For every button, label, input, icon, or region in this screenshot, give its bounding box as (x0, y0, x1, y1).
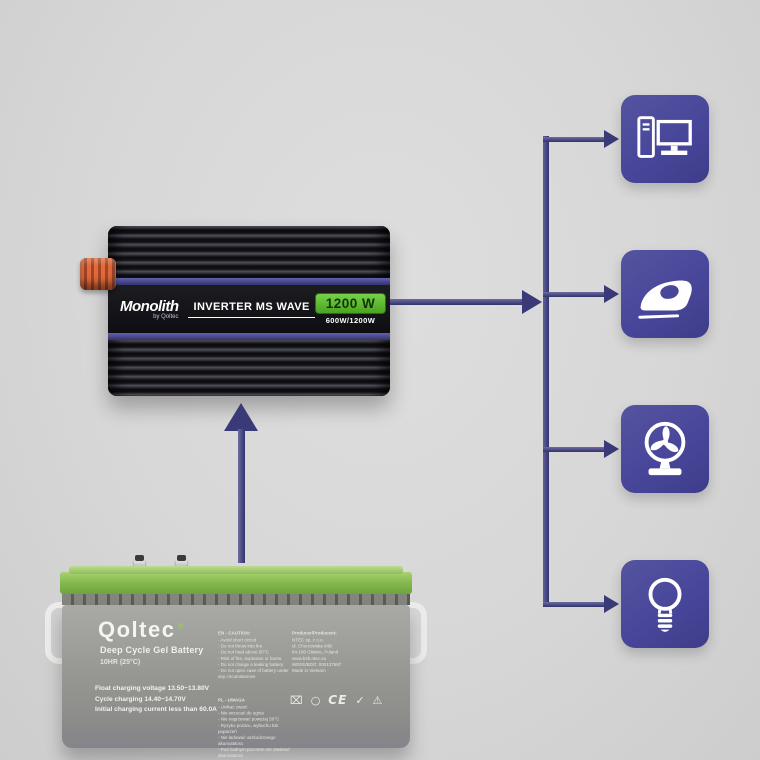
inverter-heatsink-bottom (108, 340, 390, 396)
battery-device: Qoltec® Deep Cycle Gel Battery 10HR (25°… (45, 555, 427, 758)
branch-arrow-to-fan (543, 440, 619, 458)
battery-lid (60, 566, 412, 594)
arrow-battery-to-inverter (224, 403, 258, 563)
inverter-brand-logo: Monolith (120, 298, 179, 315)
ce-mark: CE (328, 693, 348, 707)
battery-brand-logo: Qoltec® (98, 617, 185, 642)
distribution-line (543, 136, 549, 604)
battery-handle-left (45, 602, 71, 664)
inverter-label-panel: Monolith by Qoltec INVERTER MS WAVE 1200… (108, 285, 390, 333)
inverter-accent-stripe-top (108, 278, 390, 285)
registered-trademark-icon: ® (177, 620, 185, 631)
battery-spec-subtitle: 10HR (25°C) (100, 659, 141, 666)
inverter-brand-subtext: by Qoltec (153, 314, 179, 320)
arrow-head-icon (604, 440, 619, 458)
device-tile-computer (621, 95, 709, 183)
inverter-device: Monolith by Qoltec INVERTER MS WAVE 1200… (80, 226, 390, 396)
device-tile-fan (621, 405, 709, 493)
branch-arrow-to-iron (543, 285, 619, 303)
arrow-shaft (543, 601, 607, 607)
arrow-shaft (390, 299, 526, 305)
dc-cable-connector (80, 258, 116, 290)
inverter-heatsink-top (108, 226, 390, 278)
approval-check-icon: ✓ (355, 693, 365, 707)
battery-body-label: Qoltec® Deep Cycle Gel Battery 10HR (25°… (62, 605, 410, 758)
device-tile-bulb (621, 560, 709, 648)
battery-producer-info: Producer/Producent: NTEC sp. z o.o. ul. … (292, 630, 342, 673)
arrow-shaft (543, 291, 607, 297)
battery-product-title: Deep Cycle Gel Battery (100, 645, 204, 655)
arrow-inverter-to-distribution (390, 290, 542, 314)
bulb-icon (648, 577, 682, 632)
power-badge: 1200 W (314, 293, 387, 314)
battery-vent-ridge (62, 594, 410, 605)
weee-bin-icon: ⌧ (290, 693, 303, 707)
arrow-head-icon (522, 290, 542, 314)
warning-triangle-icon: ⚠ (372, 693, 383, 707)
arrow-head-icon (224, 403, 258, 431)
arrow-shaft (543, 136, 607, 142)
branch-arrow-to-bulb (543, 595, 619, 613)
arrow-head-icon (604, 595, 619, 613)
battery-certification-marks: ⌧ ○ CE ✓ ⚠ (290, 693, 382, 707)
battery-handle-right (401, 602, 427, 664)
arrow-head-icon (604, 285, 619, 303)
inverter-model-label: INVERTER MS WAVE (188, 301, 315, 318)
arrow-head-icon (604, 130, 619, 148)
arrow-shaft (237, 429, 245, 563)
battery-caution-pl: PL - UWAGA Unikać zwarć Nie wrzucać do o… (218, 697, 294, 760)
power-rating-label: 600W/1200W (325, 316, 376, 325)
battery-caution-en: EN - CAUTION: Avoid short circuit Do not… (218, 630, 294, 729)
pb-circle-icon: ○ (310, 693, 321, 707)
computer-icon (637, 116, 692, 158)
fan-icon (644, 421, 686, 476)
inverter-accent-stripe-bottom (108, 333, 390, 340)
iron-icon (638, 280, 692, 319)
battery-charging-specs: Float charging voltage 13.50~13.80V Cycl… (95, 683, 217, 713)
arrow-shaft (543, 446, 607, 452)
branch-arrow-to-computer (543, 130, 619, 148)
device-tile-iron (621, 250, 709, 338)
